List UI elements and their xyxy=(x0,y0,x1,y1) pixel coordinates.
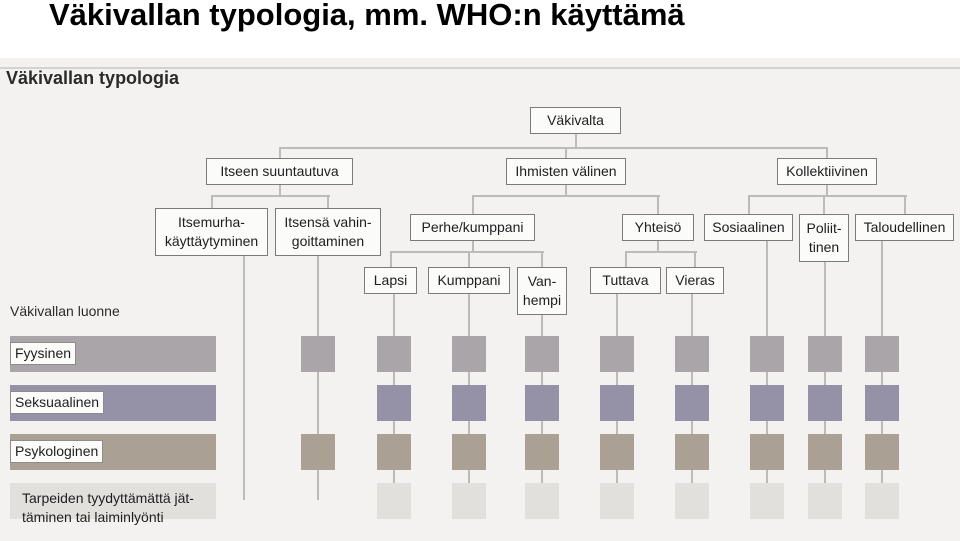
figure-top-rule xyxy=(0,67,960,69)
connector-community-stem xyxy=(657,241,659,251)
connector-acquaintance-drop xyxy=(624,251,627,267)
cell-stranger-3 xyxy=(675,483,709,519)
cell-economic-0 xyxy=(865,336,899,372)
cell-elder-0 xyxy=(525,336,559,372)
cell-political-1 xyxy=(808,385,842,421)
nature-label-0: Fyysinen xyxy=(10,342,77,365)
connector-stranger-drop xyxy=(694,251,696,267)
figure-title: Väkivallan typologia xyxy=(6,68,180,88)
column-line-selfharm xyxy=(317,256,319,500)
nature-label-2: Psykologinen xyxy=(10,440,104,463)
node-partner: Kumppani xyxy=(428,267,510,294)
cell-stranger-0 xyxy=(675,336,709,372)
cell-social-0 xyxy=(750,336,784,372)
node-elder: Van- hempi xyxy=(517,267,567,315)
cell-acquaintance-0 xyxy=(600,336,634,372)
cell-stranger-1 xyxy=(675,385,709,421)
connector-inter-drop xyxy=(565,147,567,158)
column-line-political xyxy=(824,262,826,500)
slide-title: Väkivallan typologia, mm. WHO:n käyttämä xyxy=(49,0,685,32)
connector-inter-stem xyxy=(565,185,567,195)
connector-coll-bar xyxy=(748,195,907,197)
typology-figure: Väkivallan typologia Väkivallan luonne V… xyxy=(0,58,960,541)
cell-child-3 xyxy=(377,483,411,519)
cell-child-2 xyxy=(377,434,411,470)
node-coll: Kollektiivinen xyxy=(777,158,877,185)
connector-root-stem xyxy=(574,134,577,147)
connector-self-bar xyxy=(211,195,330,197)
cell-partner-2 xyxy=(452,434,486,470)
node-acquaintance: Tuttava xyxy=(590,267,661,294)
connector-family-stem xyxy=(471,241,474,251)
connector-child-drop xyxy=(389,251,392,267)
cell-partner-0 xyxy=(452,336,486,372)
cell-political-0 xyxy=(808,336,842,372)
node-root: Väkivalta xyxy=(530,107,621,134)
connector-community-bar xyxy=(625,251,697,253)
node-child: Lapsi xyxy=(364,267,417,294)
connector-inter-bar xyxy=(472,195,660,197)
cell-economic-1 xyxy=(865,385,899,421)
cell-social-3 xyxy=(750,483,784,519)
connector-level1-bar xyxy=(279,147,827,149)
connector-self-stem xyxy=(278,185,281,195)
node-stranger: Vieras xyxy=(666,267,724,294)
cell-elder-3 xyxy=(525,483,559,519)
connector-political-drop xyxy=(823,195,825,214)
cell-political-2 xyxy=(808,434,842,470)
cell-selfharm-2 xyxy=(301,434,335,470)
connector-selfharm-drop xyxy=(327,195,329,208)
cell-political-3 xyxy=(808,483,842,519)
column-line-suicide xyxy=(243,256,245,500)
nature-label-1: Seksuaalinen xyxy=(10,391,105,414)
cell-acquaintance-1 xyxy=(600,385,634,421)
cell-partner-1 xyxy=(452,385,486,421)
connector-family-bar xyxy=(390,251,544,253)
connector-coll-drop xyxy=(826,147,828,158)
node-political: Poliit- tinen xyxy=(799,214,849,262)
cell-acquaintance-3 xyxy=(600,483,634,519)
connector-social-drop xyxy=(747,195,750,214)
cell-social-1 xyxy=(750,385,784,421)
cell-selfharm-0 xyxy=(301,336,335,372)
nature-label-3: Tarpeiden tyydyttämättä jät- täminen tai… xyxy=(22,490,194,525)
node-inter: Ihmisten välinen xyxy=(506,158,626,185)
node-community: Yhteisö xyxy=(622,214,694,241)
cell-child-1 xyxy=(377,385,411,421)
cell-child-0 xyxy=(377,336,411,372)
cell-economic-2 xyxy=(865,434,899,470)
cell-elder-2 xyxy=(525,434,559,470)
cell-acquaintance-2 xyxy=(600,434,634,470)
cell-partner-3 xyxy=(452,483,486,519)
connector-elder-drop xyxy=(541,251,543,267)
cell-stranger-2 xyxy=(675,434,709,470)
cell-social-2 xyxy=(750,434,784,470)
connector-coll-stem xyxy=(826,185,828,195)
node-selfharm: Itsensä vahin- goittaminen xyxy=(275,208,381,256)
cell-economic-3 xyxy=(865,483,899,519)
connector-community-drop xyxy=(657,195,659,214)
node-family: Perhe/kumppani xyxy=(410,214,535,241)
connector-self-drop xyxy=(278,147,281,158)
connector-economic-drop xyxy=(903,195,906,214)
connector-suicide-drop xyxy=(210,195,213,208)
node-economic: Taloudellinen xyxy=(855,214,954,241)
node-suicide: Itsemurha- käyttäytyminen xyxy=(155,208,268,256)
node-self: Itseen suuntautuva xyxy=(206,158,353,185)
nature-label: Väkivallan luonne xyxy=(10,303,120,319)
node-social: Sosiaalinen xyxy=(704,214,793,241)
connector-partner-drop xyxy=(468,251,470,267)
cell-elder-1 xyxy=(525,385,559,421)
connector-family-drop xyxy=(471,195,474,214)
nature-band-3 xyxy=(10,483,216,519)
